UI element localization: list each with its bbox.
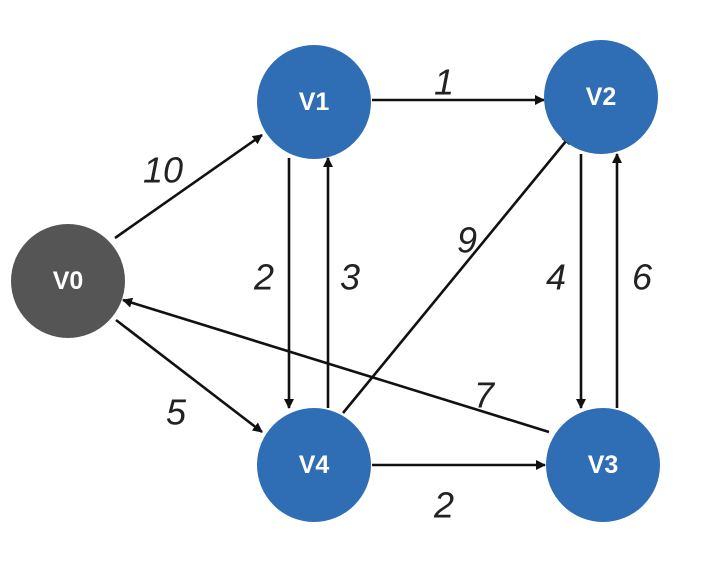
edges-layer <box>114 95 622 470</box>
node-v1: V1 <box>257 45 371 159</box>
node-circle-v2 <box>544 40 658 154</box>
node-v3: V3 <box>546 408 660 522</box>
node-v4: V4 <box>257 408 371 522</box>
edge-weight-v2-to-v3: 4 <box>546 257 566 298</box>
edge-weight-v4-to-v3: 2 <box>433 485 454 526</box>
edge-v0-to-v4 <box>115 318 263 434</box>
edge-weight-v1-to-v4: 2 <box>253 257 274 298</box>
edge-weight-v1-to-v2: 1 <box>434 62 454 103</box>
node-label-v2: V2 <box>586 83 617 111</box>
edge-weight-v4-to-v1: 3 <box>340 257 360 298</box>
edge-labels-layer: 10 5 1 2 3 9 4 6 7 2 <box>143 62 653 526</box>
edge-weight-v0-to-v4: 5 <box>166 392 187 433</box>
node-circle-v0 <box>11 224 125 338</box>
edge-v0-to-v1 <box>114 133 263 240</box>
node-circle-v4 <box>257 408 371 522</box>
node-circle-v3 <box>546 408 660 522</box>
node-label-v4: V4 <box>299 451 330 479</box>
edge-v3-to-v0 <box>122 297 550 434</box>
node-label-v0: V0 <box>53 267 84 295</box>
node-v2: V2 <box>544 40 658 154</box>
edge-weight-v4-to-v2: 9 <box>457 220 477 261</box>
edge-weight-v0-to-v1: 10 <box>143 150 183 191</box>
node-circle-v1 <box>257 45 371 159</box>
edge-v4-to-v2 <box>341 134 573 414</box>
edge-weight-v3-to-v2: 6 <box>632 257 653 298</box>
node-v0: V0 <box>11 224 125 338</box>
node-label-v3: V3 <box>588 451 619 479</box>
node-label-v1: V1 <box>299 88 330 116</box>
edge-weight-v3-to-v0: 7 <box>474 375 496 416</box>
